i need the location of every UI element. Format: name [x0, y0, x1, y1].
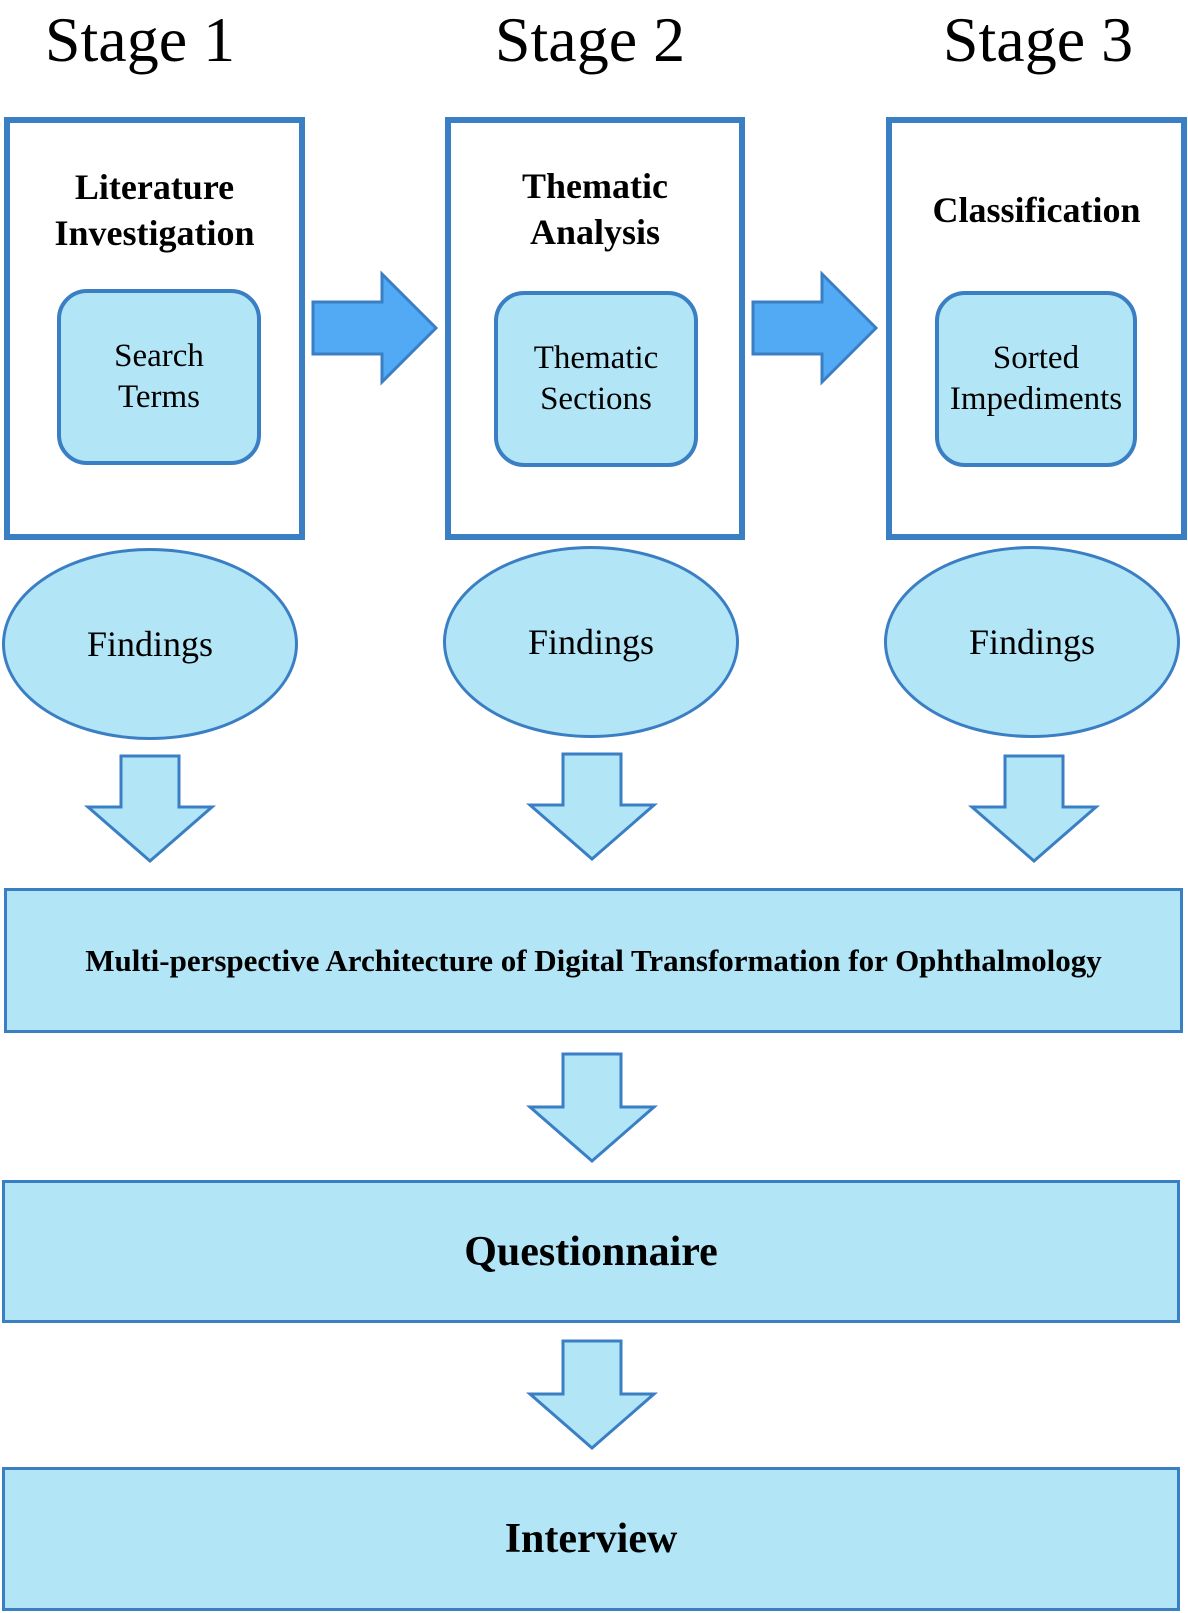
stage-2-box-title: Thematic Analysis [522, 166, 668, 252]
thematic-sections-box: Thematic Sections [494, 291, 698, 467]
stage-1-box-title: Literature Investigation [54, 167, 255, 253]
questionnaire-box: Questionnaire [2, 1180, 1180, 1323]
arrow-down-1 [83, 754, 217, 863]
search-terms-box: Search Terms [57, 289, 261, 465]
arrow-down-5 [525, 1339, 659, 1450]
findings-ellipse-3: Findings [884, 546, 1180, 738]
findings-ellipse-2: Findings [443, 546, 739, 738]
arrow-down-2 [525, 752, 659, 861]
stage-3-box-title: Classification [932, 190, 1141, 230]
sorted-impediments-box: Sorted Impediments [935, 291, 1137, 467]
findings-ellipse-1: Findings [2, 548, 298, 740]
architecture-box: Multi-perspective Architecture of Digita… [4, 888, 1183, 1033]
arrow-right-2 [751, 270, 879, 386]
stage-2-title: Stage 2 [494, 4, 686, 75]
arrow-down-3 [967, 754, 1101, 863]
interview-box: Interview [2, 1467, 1180, 1611]
stage-3-title: Stage 3 [942, 4, 1134, 75]
arrow-right-1 [311, 270, 439, 386]
arrow-down-4 [525, 1052, 659, 1163]
stage-1-title: Stage 1 [44, 4, 236, 75]
